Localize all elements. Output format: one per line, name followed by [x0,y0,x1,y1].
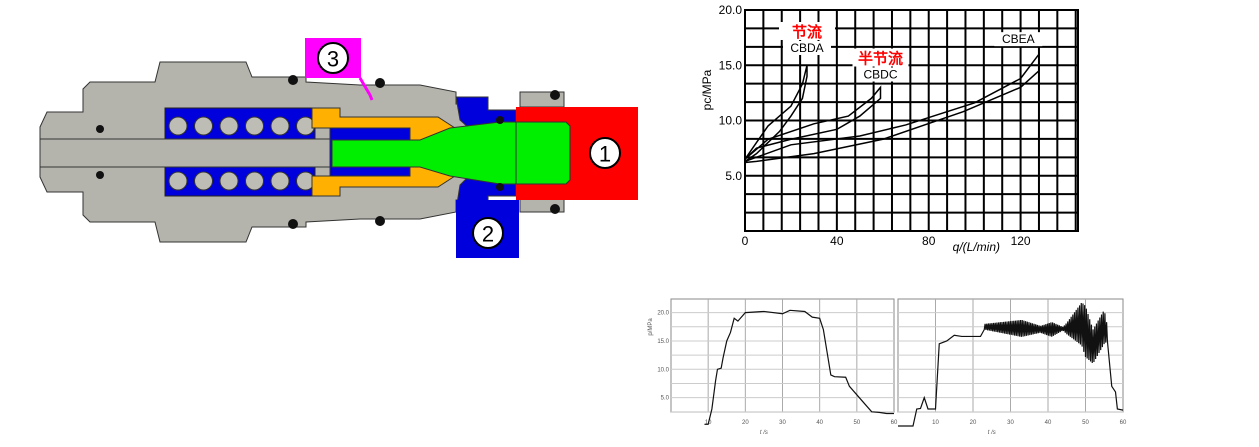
spring-coil [219,171,239,191]
x-tick-label: 30 [779,420,786,426]
svg-text:3: 3 [327,47,339,72]
label-bg [783,40,832,55]
y-tick-label: 10.0 [719,114,743,128]
x-axis-label: t /s [988,430,996,436]
series-line-cbdc [744,85,882,160]
spring-coil [219,116,239,136]
svg-text:1: 1 [599,142,611,167]
x-tick-label: 40 [1045,420,1052,426]
plot-frame [670,298,895,413]
x-axis-label: q/(L/min) [953,240,1000,254]
drain-channel [358,77,374,101]
label-bg [994,32,1043,47]
y-tick-label: 5.0 [661,396,670,402]
label-bg [779,21,836,40]
spring-coil [194,171,213,191]
y-tick-label: 10.0 [657,367,669,373]
x-tick-label: 120 [1011,234,1031,248]
pilot-flow-region-inner [515,121,571,185]
plot-frame [744,9,1079,232]
y-axis-label: pc/MPa [700,69,714,110]
x-tick-label: 30 [1007,420,1014,426]
x-tick-label: 80 [922,234,936,248]
spring-coils [168,116,315,191]
y-tick-label: 5.0 [725,169,742,183]
x-tick-label: 20 [742,420,749,426]
adjusting-rod [39,138,333,168]
annotation-cbdc: 半节流 [858,50,903,68]
series-line [704,309,894,425]
spring-coil [270,171,290,191]
spring-coil [168,116,188,136]
x-tick-label: 40 [830,234,844,248]
y-tick-label: 20.0 [719,3,743,17]
svg-text:2: 2 [482,222,494,247]
seals [96,75,560,229]
chart-1: 0 40 80 120 5.0 10.0 15.0 20.0 q/(L/min) pc/MPa CB… [700,3,1079,254]
y-tick-label: 15.0 [719,58,743,72]
label-bg [856,67,905,82]
x-tick-label: 60 [891,420,898,426]
annotation-cbda: 节流 [792,23,822,41]
series-line-cbea [744,51,1040,164]
label-bg [852,48,909,67]
x-tick-label: 60 [1120,420,1127,426]
series-line-cbda [744,65,808,163]
series-label-cbda: CBDA [790,41,823,55]
spring-coil [245,116,264,136]
x-tick-label: 10 [932,420,939,426]
chart-2: 10 20 30 40 50 60 t /s 5.0 10.0 15.0 20.0p/MPa [648,298,898,436]
spring-coil [194,116,213,136]
spring-coil [168,171,188,191]
y-axis-label: p/MPa [648,318,654,336]
x-axis-label: t /s [760,430,768,436]
y-tick-label: 20.0 [657,311,669,317]
valve-cross-section: 1 2 3 [39,38,638,258]
x-tick-label: 40 [816,420,823,426]
series-label-cbdc: CBDC [863,68,897,82]
spring-coil [270,116,290,136]
chart-3: 10 20 30 40 50 60 t /s [897,298,1127,436]
port-2-label: 2 [472,217,504,249]
series-label-cbea: CBEA [1002,32,1035,46]
x-tick-label: 20 [970,420,977,426]
spring-coil [245,171,264,191]
y-tick-label: 15.0 [657,339,669,345]
port-1-label: 1 [589,137,621,169]
x-tick-label: 0 [742,234,749,248]
port-3-label: 3 [317,42,349,74]
series-line [898,303,1124,427]
plot-frame [897,298,1124,413]
x-tick-label: 50 [853,420,860,426]
x-tick-label: 10 [705,420,712,426]
x-tick-label: 50 [1082,420,1089,426]
